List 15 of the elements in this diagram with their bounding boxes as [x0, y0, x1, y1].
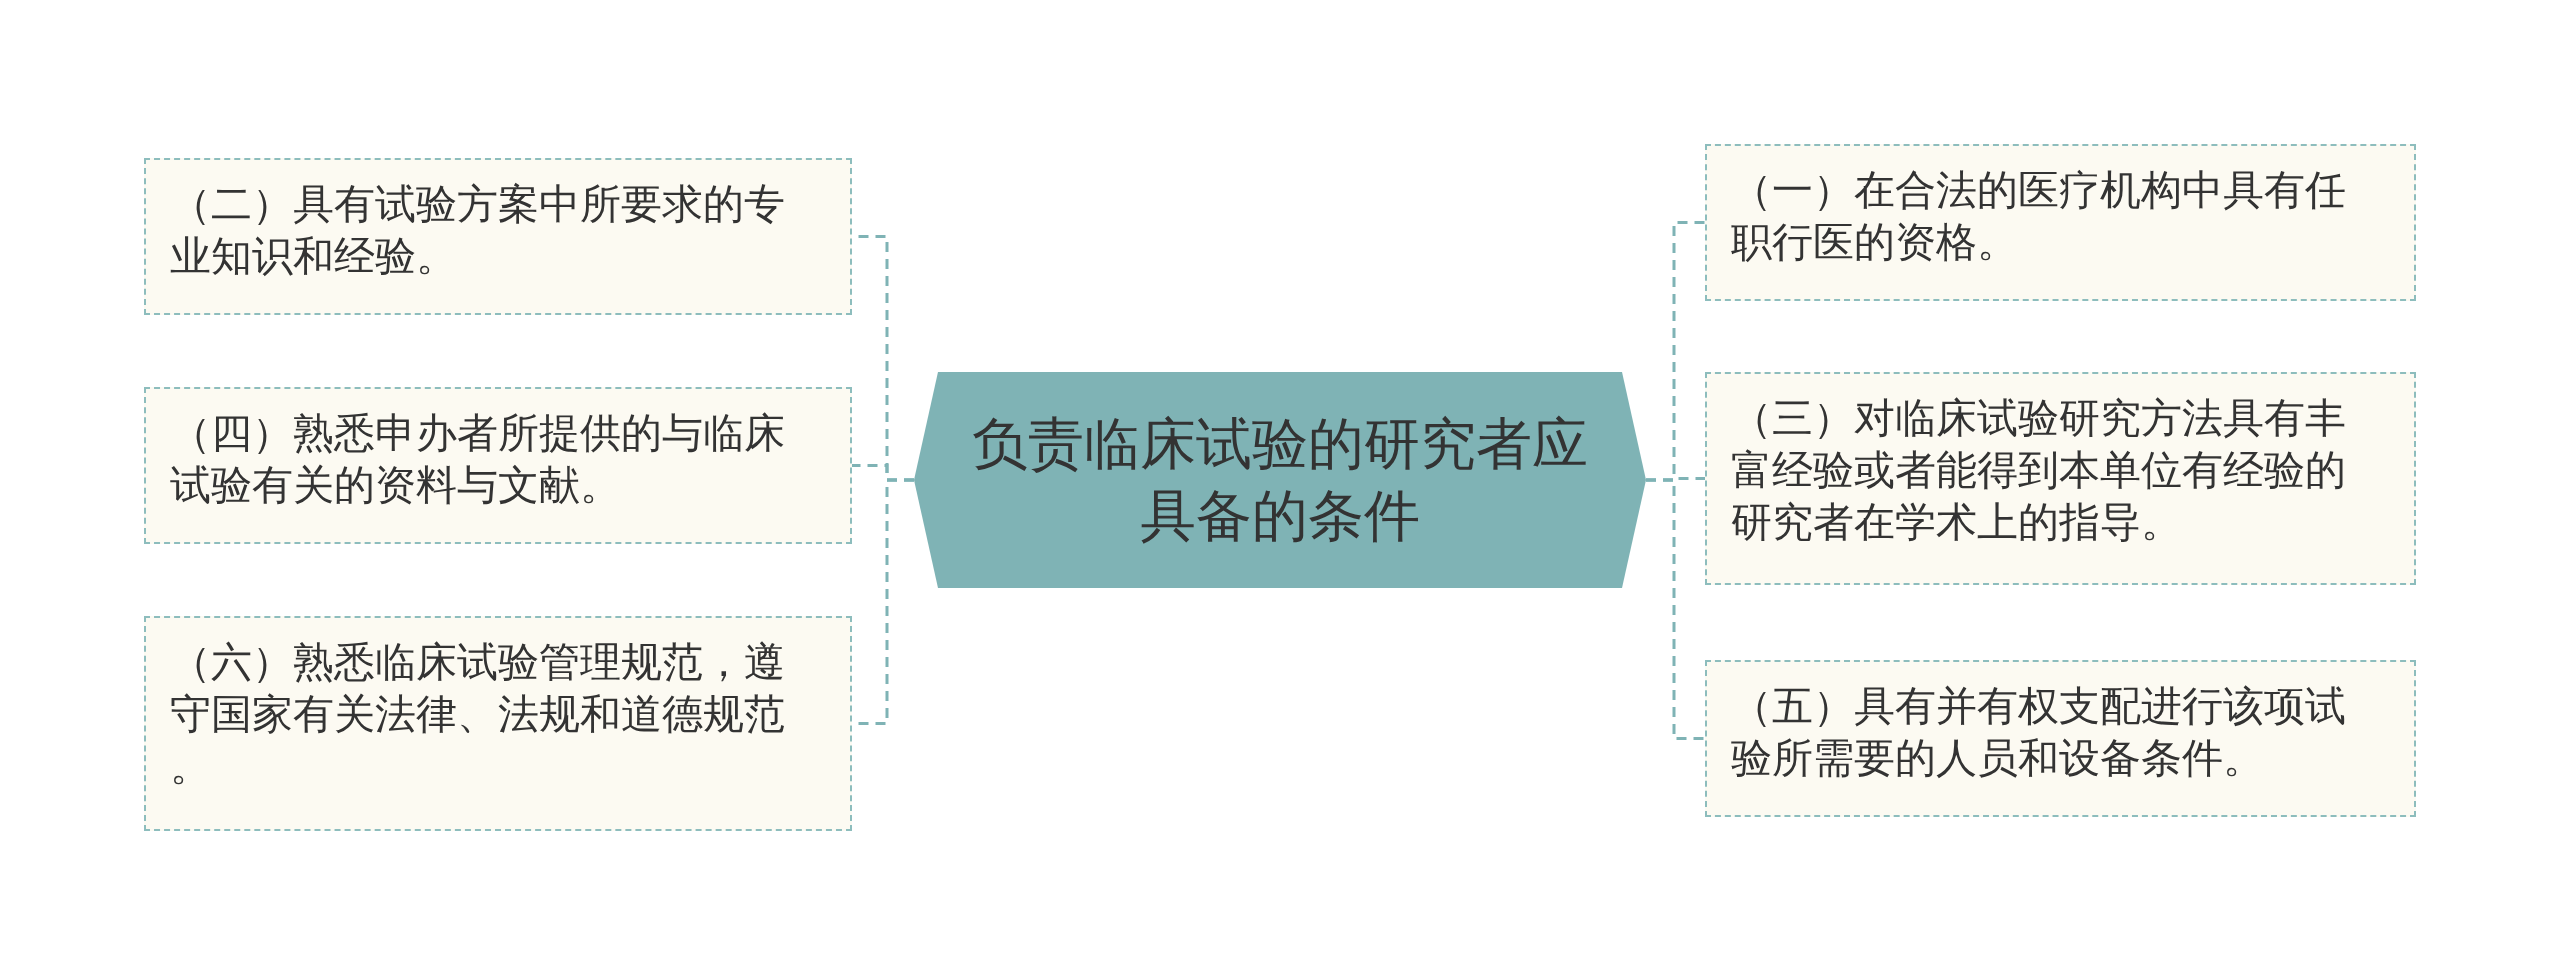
- text-box: [1705, 372, 2416, 585]
- item-text: （二）具有试验方案中所要求的专业知识和经验。: [170, 179, 786, 282]
- title-text: 负责临床试验的研究者应具备的条件: [971, 410, 1589, 550]
- text-box: [144, 158, 852, 315]
- text-box: [1705, 144, 2416, 301]
- item-text: （六）熟悉临床试验管理规范，遵守国家有关法律、法规和道德规范。: [170, 637, 786, 792]
- connector-line: [1646, 478, 1705, 740]
- text-box: [1705, 660, 2416, 817]
- text-box: [144, 616, 852, 831]
- item-text: （一）在合法的医疗机构中具有任职行医的资格。: [1731, 165, 2347, 268]
- text-box: [144, 387, 852, 544]
- item-text: （四）熟悉申办者所提供的与临床试验有关的资料与文献。: [170, 408, 786, 511]
- item-text: （三）对临床试验研究方法具有丰富经验或者能得到本单位有经验的研究者在学术上的指导。: [1731, 393, 2347, 548]
- hexagon-node: [914, 372, 1646, 588]
- item-text: （五）具有并有权支配进行该项试验所需要的人员和设备条件。: [1731, 681, 2347, 784]
